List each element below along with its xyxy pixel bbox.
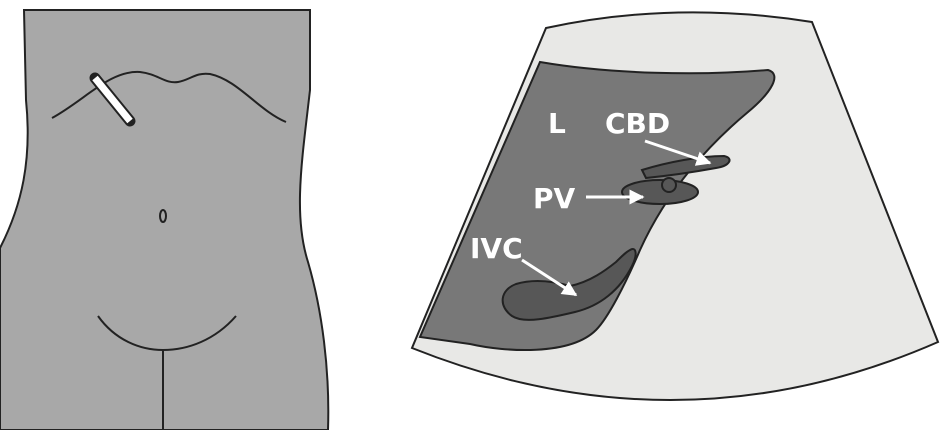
torso-silhouette <box>0 10 328 430</box>
cbd-label: CBD <box>605 107 670 140</box>
portal-vein <box>622 180 698 204</box>
pv-label: PV <box>533 182 576 215</box>
ivc-label: IVC <box>470 232 523 265</box>
torso-diagram <box>0 10 328 430</box>
ultrasound-diagram: L CBD PV IVC <box>412 12 938 400</box>
liver-label: L <box>548 107 566 140</box>
hepatic-artery-dot <box>662 178 676 192</box>
